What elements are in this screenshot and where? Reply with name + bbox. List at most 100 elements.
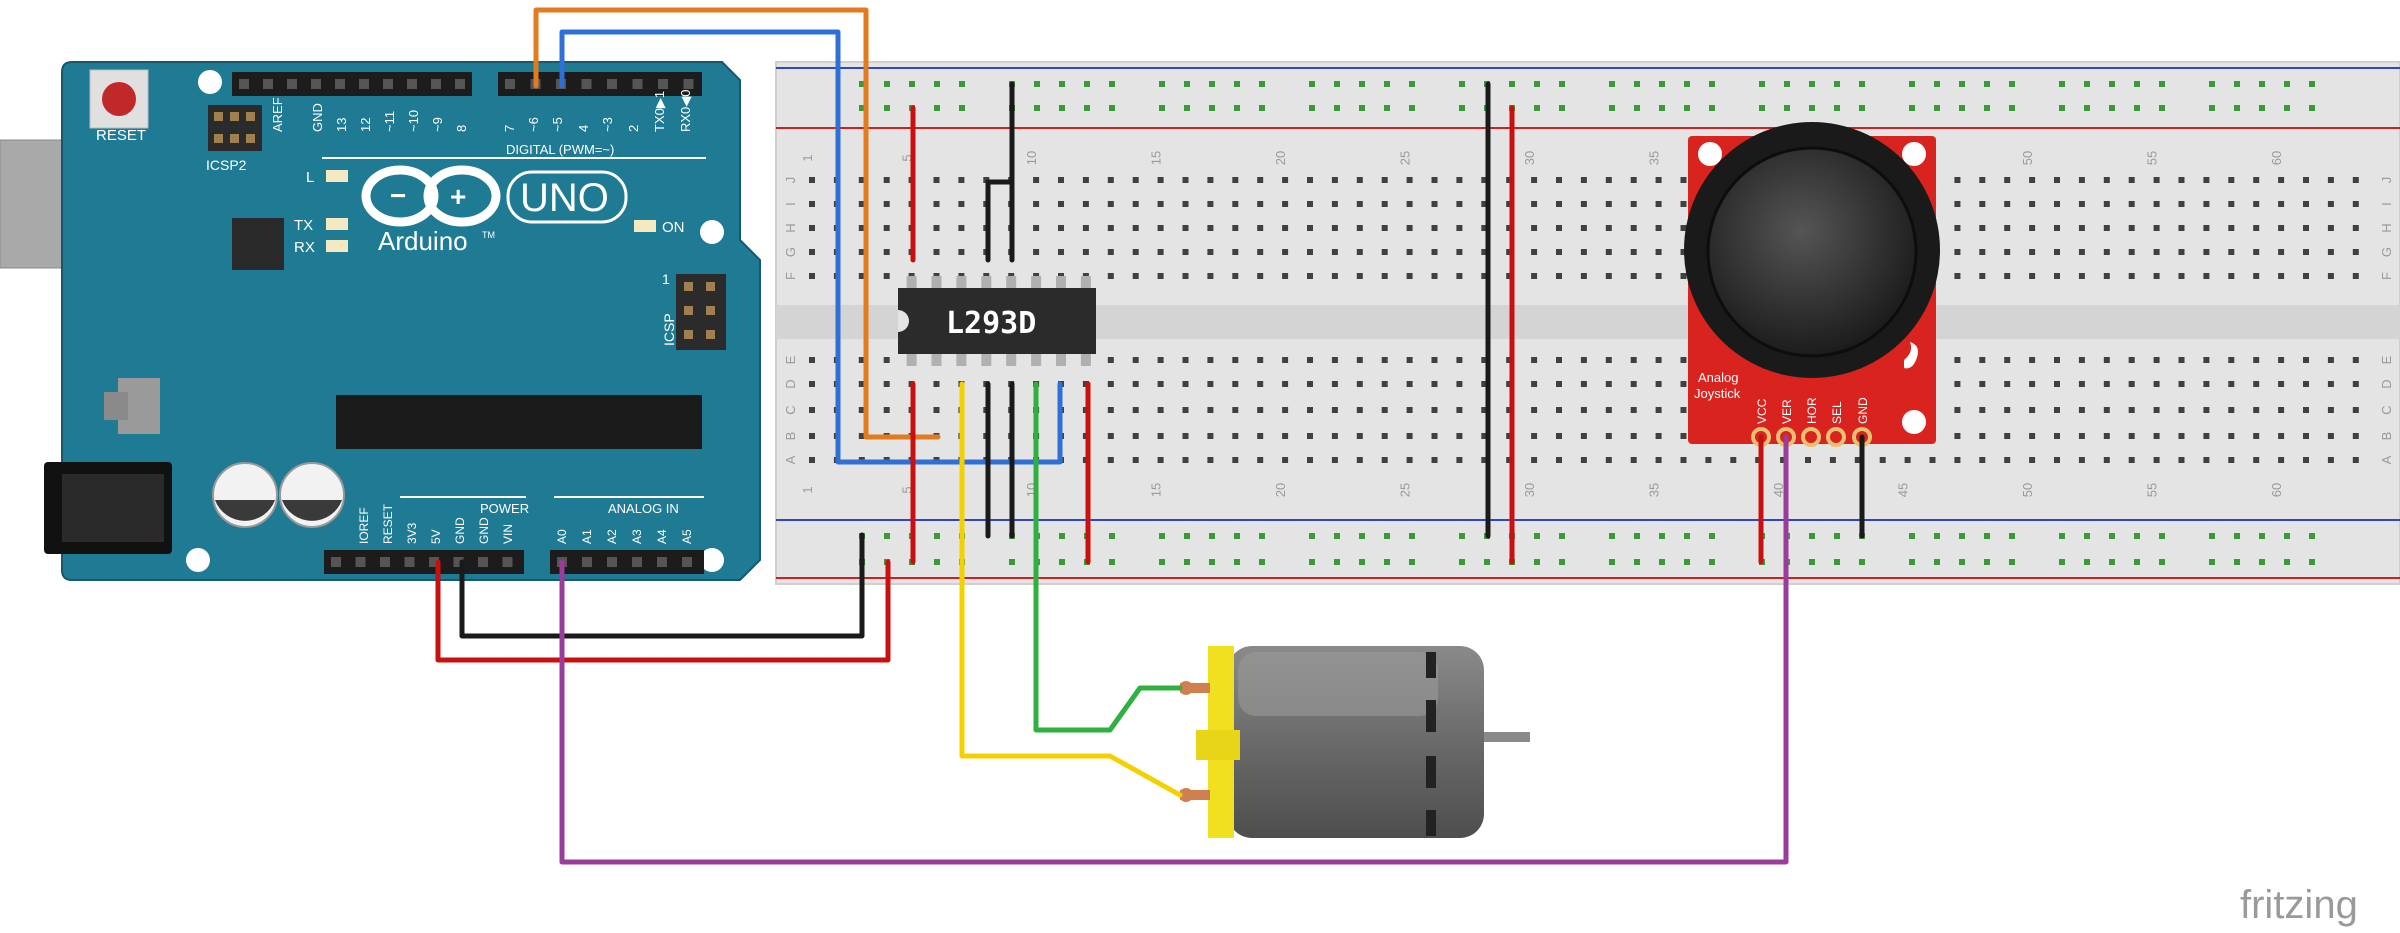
rail-hole	[2159, 533, 2165, 539]
reset-button-cap[interactable]	[102, 82, 136, 116]
rail-hole	[2084, 533, 2090, 539]
breadboard-hole	[1182, 201, 1189, 207]
breadboard-hole	[1605, 249, 1612, 255]
joystick-pin-label: HOR	[1805, 397, 1819, 424]
digital-pin-label: AREF	[270, 97, 285, 132]
breadboard-hole	[858, 433, 865, 439]
breadboard-hole	[2327, 433, 2334, 439]
wire-red-5v[interactable]	[435, 559, 891, 663]
rail-hole	[1459, 81, 1465, 87]
rail-hole	[1234, 533, 1240, 539]
column-number: 50	[2020, 483, 2035, 497]
breadboard-hole	[1381, 357, 1388, 363]
breadboard-hole	[1381, 433, 1388, 439]
rail-hole	[1984, 81, 1990, 87]
chip-pin	[1080, 276, 1091, 288]
breadboard-hole	[1356, 357, 1363, 363]
joystick-knob[interactable]	[1706, 146, 1918, 358]
rail-hole	[2234, 105, 2240, 111]
breadboard-hole	[1506, 457, 1513, 463]
wire-blue-pin5[interactable]	[559, 29, 1063, 465]
rail-hole	[1459, 105, 1465, 111]
chip-pin	[1006, 276, 1017, 288]
breadboard-hole	[1456, 381, 1463, 387]
rail-hole	[1409, 81, 1415, 87]
breadboard-hole	[1406, 177, 1413, 183]
rail-hole	[1384, 533, 1390, 539]
breadboard-hole	[2128, 381, 2135, 387]
breadboard-hole	[883, 273, 890, 279]
breadboard-hole	[1356, 433, 1363, 439]
breadboard-hole	[2253, 273, 2260, 279]
analog-header	[550, 550, 704, 574]
icsp-pin	[684, 330, 693, 339]
rail-hole	[2159, 105, 2165, 111]
power-pin-label: GND	[477, 517, 491, 544]
breadboard-hole	[1755, 457, 1762, 463]
led-on-label: ON	[662, 219, 685, 236]
chip-pin	[956, 354, 967, 366]
wire-black-gnd[interactable]	[459, 532, 865, 639]
wire-orange-pin6[interactable]	[533, 7, 941, 440]
breadboard-hole	[1381, 201, 1388, 207]
breadboard-hole	[2054, 249, 2060, 255]
breadboard-hole	[1531, 407, 1538, 413]
breadboard-hole	[1307, 177, 1313, 183]
rail-hole	[1559, 533, 1565, 539]
breadboard-hole	[1531, 381, 1538, 387]
breadboard-hole	[2352, 273, 2359, 279]
breadboard-hole	[1331, 433, 1338, 439]
breadboard-hole	[2303, 433, 2309, 439]
breadboard-hole	[1605, 225, 1612, 231]
breadboard-hole	[1331, 381, 1338, 387]
wire-yellow-motor[interactable]	[959, 381, 1183, 798]
motor-terminal-top-end	[1179, 681, 1193, 695]
flame-logo-icon	[1904, 342, 1918, 369]
power-pin-label: RESET	[381, 503, 395, 544]
rail-hole	[1984, 533, 1990, 539]
power-pin-label: VIN	[501, 524, 515, 544]
breadboard-hole	[2029, 249, 2036, 255]
breadboard-hole	[1680, 273, 1687, 279]
digital-pin-label: 2	[626, 125, 641, 132]
breadboard-hole	[2178, 201, 2185, 207]
rail-hole	[1709, 559, 1715, 565]
breadboard-hole	[1157, 273, 1164, 279]
row-letter: G	[2379, 247, 2394, 257]
rail-hole	[1859, 559, 1865, 565]
breadboard-hole	[1132, 201, 1139, 207]
breadboard-hole	[2054, 225, 2060, 231]
column-number: 40	[1771, 483, 1786, 497]
breadboard-hole	[2327, 357, 2334, 363]
breadboard-hole	[1182, 381, 1189, 387]
power-pin-label: 5V	[429, 529, 443, 544]
breadboard-hole	[1132, 407, 1139, 413]
rail-hole	[1184, 105, 1190, 111]
breadboard-hole	[1655, 177, 1662, 183]
wire-purple-a0[interactable]	[559, 434, 1789, 865]
breadboard-hole	[1655, 357, 1662, 363]
wire-green-motor[interactable]	[1033, 381, 1183, 733]
rail-hole	[959, 81, 965, 87]
rail-hole	[1359, 559, 1365, 565]
rail-hole	[934, 559, 940, 565]
infinity-logo-left	[361, 165, 439, 227]
breadboard-hole	[1630, 273, 1637, 279]
icsp2-pin	[246, 112, 255, 121]
rail-hole	[2059, 81, 2065, 87]
breadboard-hole	[1680, 457, 1687, 463]
rail-hole	[1834, 105, 1840, 111]
breadboard-hole	[2004, 177, 2011, 183]
breadboard-hole	[2352, 225, 2359, 231]
icsp2-pin	[230, 134, 239, 143]
rail-hole	[1534, 559, 1540, 565]
breadboard-hole	[2303, 407, 2309, 413]
breadboard-hole	[1406, 225, 1413, 231]
rail-hole	[1059, 559, 1065, 565]
wire-black-gnd-top[interactable]	[985, 81, 1015, 263]
rail-hole	[1059, 81, 1065, 87]
analog-pin-label: A1	[580, 529, 594, 544]
breadboard-hole	[2128, 433, 2135, 439]
breadboard-hole	[1157, 381, 1164, 387]
